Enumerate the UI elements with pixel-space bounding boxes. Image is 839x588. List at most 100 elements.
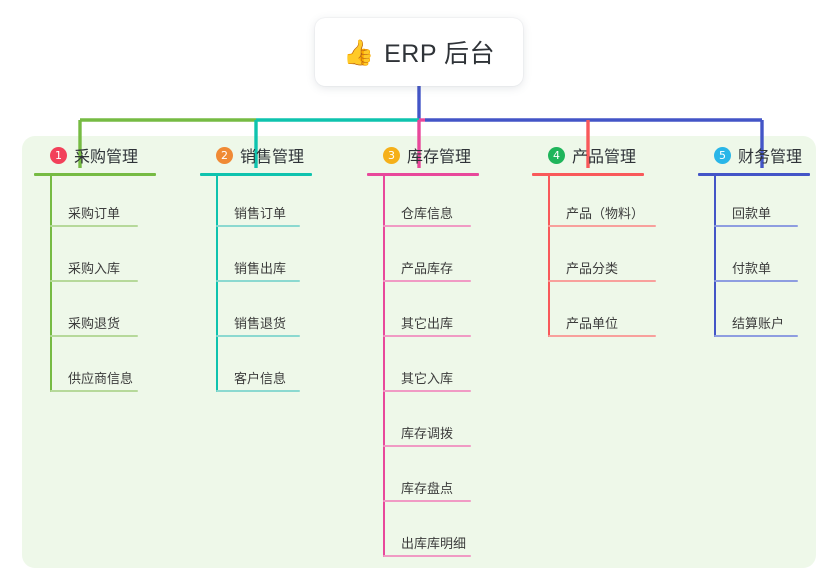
leaf-item-label: 付款单 <box>732 261 772 276</box>
leaf-item-label: 销售退货 <box>234 316 287 331</box>
leaf-list: 产品（物料） 产品分类产品单位 <box>548 176 656 341</box>
leaf-item-label: 销售出库 <box>234 261 287 276</box>
column-badge-icon: 3 <box>383 146 400 164</box>
leaf-item-underline <box>50 280 138 282</box>
leaf-stem-line <box>548 176 550 337</box>
leaf-item-label: 库存盘点 <box>401 481 454 496</box>
leaf-item-underline <box>50 390 138 392</box>
leaf-item-label: 销售订单 <box>234 206 287 221</box>
column-badge-icon: 5 <box>714 146 731 164</box>
leaf-item-underline <box>714 280 798 282</box>
column-badge-icon: 2 <box>216 146 233 164</box>
column-header-3[interactable]: 3 库存管理 <box>367 142 479 168</box>
column-badge-icon: 4 <box>548 146 565 164</box>
column-underline <box>698 173 810 176</box>
column-4: 4 产品管理产品（物料） 产品分类产品单位 <box>532 142 656 341</box>
leaf-item-underline <box>548 280 656 282</box>
leaf-item-underline <box>383 280 471 282</box>
leaf-item[interactable]: 产品（物料） <box>548 176 656 231</box>
leaf-item-underline <box>216 390 300 392</box>
leaf-item-underline <box>383 335 471 337</box>
column-header-4[interactable]: 4 产品管理 <box>532 142 644 168</box>
column-underline <box>532 173 644 176</box>
column-title: 产品管理 <box>572 149 637 166</box>
leaf-item-underline <box>383 390 471 392</box>
leaf-item-label: 产品单位 <box>566 316 619 331</box>
leaf-item-underline <box>216 335 300 337</box>
leaf-item[interactable]: 销售订单 <box>216 176 312 231</box>
leaf-list: 采购订单采购入库采购退货供应商信息 <box>50 176 156 396</box>
leaf-item-label: 供应商信息 <box>68 371 134 386</box>
leaf-item-label: 采购退货 <box>68 316 121 331</box>
leaf-item[interactable]: 销售出库 <box>216 231 312 286</box>
content-panel <box>22 136 816 568</box>
leaf-item[interactable]: 采购订单 <box>50 176 156 231</box>
column-3: 3 库存管理仓库信息产品库存其它出库其它入库库存调拨库存盘点出库库明细 <box>367 142 479 561</box>
column-underline <box>200 173 312 176</box>
column-underline <box>367 173 479 176</box>
leaf-item[interactable]: 库存盘点 <box>383 451 479 506</box>
leaf-item-label: 回款单 <box>732 206 772 221</box>
leaf-item-underline <box>50 225 138 227</box>
leaf-stem-line <box>216 176 218 392</box>
leaf-stem-line <box>714 176 716 337</box>
leaf-item[interactable]: 供应商信息 <box>50 341 156 396</box>
thumbs-up-icon: 👍 <box>342 38 375 67</box>
leaf-item-underline <box>714 225 798 227</box>
root-node-title: ERP 后台 <box>384 40 496 68</box>
leaf-item-underline <box>383 555 471 557</box>
leaf-item-underline <box>50 335 138 337</box>
leaf-item-label: 仓库信息 <box>401 206 454 221</box>
leaf-item-label: 其它入库 <box>401 371 454 386</box>
leaf-item[interactable]: 付款单 <box>714 231 810 286</box>
leaf-item[interactable]: 仓库信息 <box>383 176 479 231</box>
leaf-item[interactable]: 客户信息 <box>216 341 312 396</box>
column-header-5[interactable]: 5 财务管理 <box>698 142 810 168</box>
leaf-item-label: 采购订单 <box>68 206 121 221</box>
leaf-item[interactable]: 其它入库 <box>383 341 479 396</box>
leaf-item-label: 其它出库 <box>401 316 454 331</box>
leaf-item-underline <box>714 335 798 337</box>
leaf-item-label: 出库库明细 <box>401 536 467 551</box>
leaf-item-label: 客户信息 <box>234 371 287 386</box>
leaf-item[interactable]: 库存调拨 <box>383 396 479 451</box>
leaf-item-label: 库存调拨 <box>401 426 454 441</box>
column-2: 2 销售管理销售订单销售出库销售退货客户信息 <box>200 142 312 396</box>
leaf-item-label: 采购入库 <box>68 261 121 276</box>
leaf-item-underline <box>216 225 300 227</box>
leaf-item-underline <box>548 335 656 337</box>
column-header-2[interactable]: 2 销售管理 <box>200 142 312 168</box>
leaf-list: 回款单付款单结算账户 <box>714 176 810 341</box>
leaf-item-label: 产品库存 <box>401 261 454 276</box>
leaf-item-underline <box>383 225 471 227</box>
column-title: 销售管理 <box>240 149 305 166</box>
leaf-item[interactable]: 出库库明细 <box>383 506 479 561</box>
column-title: 库存管理 <box>407 149 472 166</box>
leaf-list: 仓库信息产品库存其它出库其它入库库存调拨库存盘点出库库明细 <box>383 176 479 561</box>
leaf-item[interactable]: 产品库存 <box>383 231 479 286</box>
leaf-item-underline <box>216 280 300 282</box>
leaf-item-label: 产品分类 <box>566 261 619 276</box>
root-node-card[interactable]: 👍 ERP 后台 <box>315 18 523 86</box>
column-5: 5 财务管理回款单付款单结算账户 <box>698 142 810 341</box>
leaf-stem-line <box>50 176 52 392</box>
leaf-item-underline <box>383 445 471 447</box>
leaf-item[interactable]: 产品分类 <box>548 231 656 286</box>
leaf-item[interactable]: 回款单 <box>714 176 810 231</box>
leaf-item[interactable]: 采购退货 <box>50 286 156 341</box>
leaf-item[interactable]: 产品单位 <box>548 286 656 341</box>
leaf-list: 销售订单销售出库销售退货客户信息 <box>216 176 312 396</box>
column-underline <box>34 173 156 176</box>
leaf-item-label: 产品（物料） <box>566 206 645 221</box>
column-title: 财务管理 <box>738 149 803 166</box>
leaf-item[interactable]: 其它出库 <box>383 286 479 341</box>
column-title: 采购管理 <box>74 149 139 166</box>
leaf-item[interactable]: 结算账户 <box>714 286 810 341</box>
leaf-item[interactable]: 采购入库 <box>50 231 156 286</box>
leaf-item-underline <box>548 225 656 227</box>
leaf-item[interactable]: 销售退货 <box>216 286 312 341</box>
leaf-item-label: 结算账户 <box>732 316 785 331</box>
